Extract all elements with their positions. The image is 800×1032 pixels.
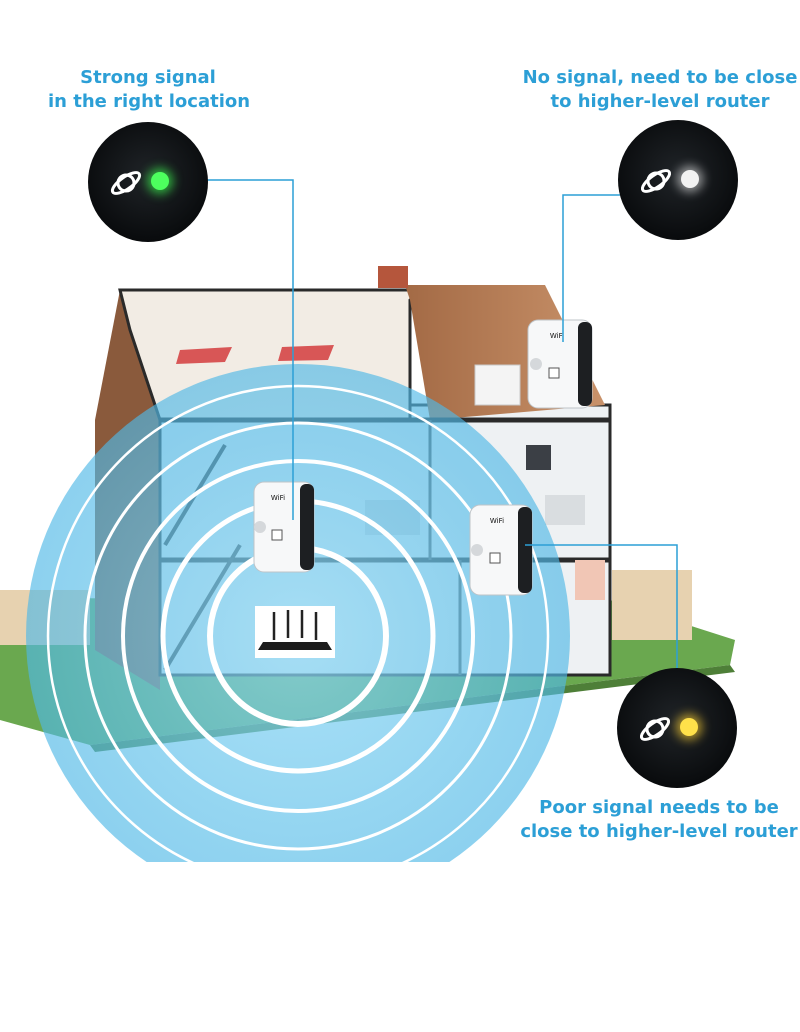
caption-no-signal: No signal, need to be close to higher-le… [522,66,798,114]
connector-none [562,194,620,342]
signal-ring-5 [46,384,550,862]
led-yellow-icon [680,718,698,736]
caption-poor-line2: close to higher-level router [520,821,798,842]
svg-text:WiFi: WiFi [490,517,504,525]
svg-text:WiFi: WiFi [550,332,564,340]
caption-none-line1: No signal, need to be close [522,67,798,88]
caption-poor-line1: Poor signal needs to be [539,797,779,818]
svg-text:WiFi: WiFi [271,494,285,502]
chimney [378,266,408,288]
planet-icon [639,717,671,741]
indicator-badge-none [618,120,738,240]
wifi-extender-attic: WiFi [527,319,593,409]
connector-poor [525,544,678,672]
caption-poor-signal: Poor signal needs to be close to higher-… [520,796,798,844]
led-white-icon [681,170,699,188]
connector-strong [205,179,294,520]
wifi-extender-center: WiFi [253,481,315,573]
garden-fence [612,570,692,640]
signal-ring-3 [121,459,475,813]
caption-strong-line1: Strong signal [80,67,216,88]
wifi-extender-right: WiFi [469,504,533,596]
indicator-badge-poor [617,668,737,788]
signal-ring-4 [83,421,513,851]
router [255,606,335,658]
planet-icon [640,169,672,193]
caption-strong-signal: Strong signal in the right location [48,66,251,114]
indicator-badge-strong [88,122,208,242]
planet-icon [110,171,142,195]
caption-strong-line2: in the right location [48,91,251,112]
led-green-icon [151,172,169,190]
caption-none-line2: to higher-level router [550,91,770,112]
